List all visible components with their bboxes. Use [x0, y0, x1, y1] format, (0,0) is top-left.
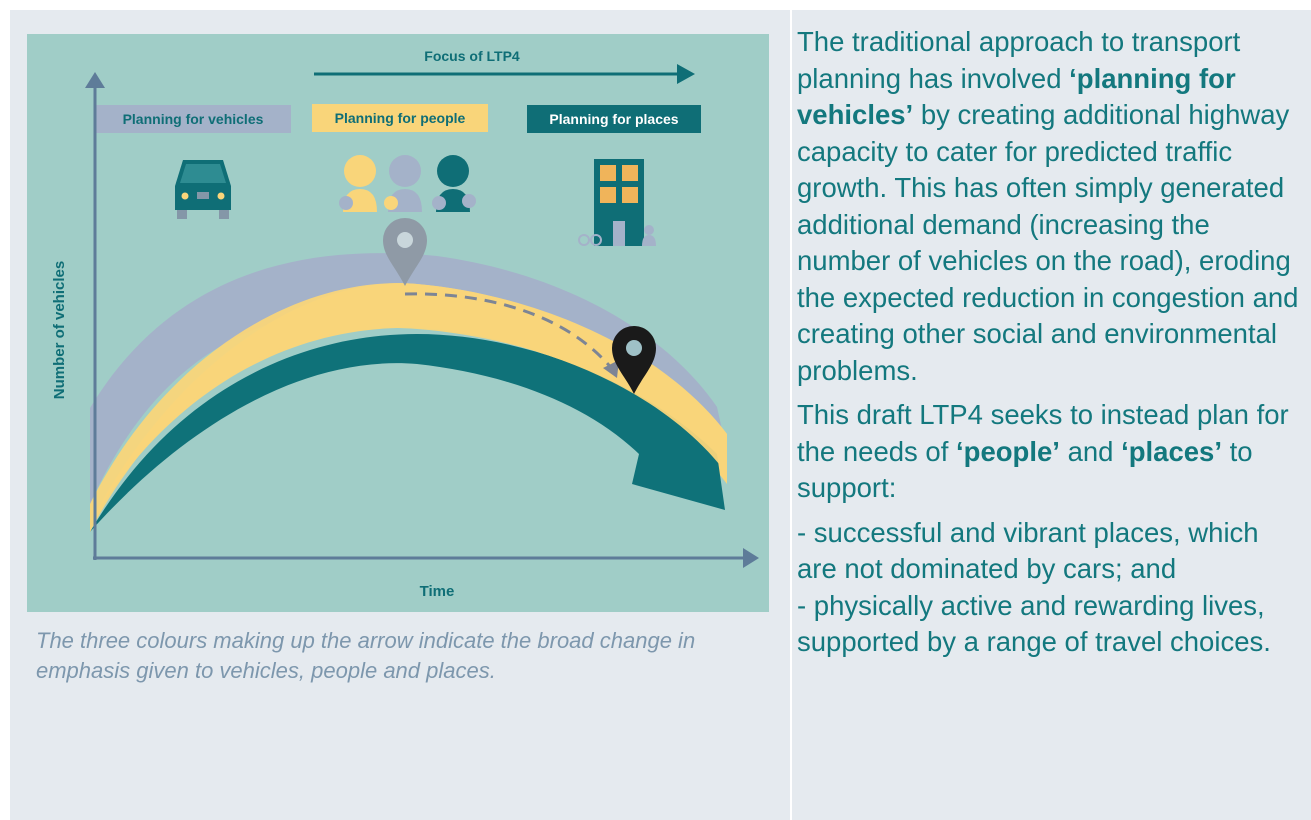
- p1-body: by creating additional highway capacity …: [797, 99, 1299, 386]
- p2-and: and: [1067, 435, 1114, 467]
- stage-label-vehicles: Planning for vehicles: [123, 111, 264, 127]
- trajectory-dashed-line: [404, 292, 615, 371]
- body-text: The traditional approach to transport pl…: [797, 24, 1302, 661]
- column-divider: [790, 10, 792, 820]
- map-pin-black-icon: [612, 326, 656, 394]
- stage-box-vehicles: [95, 105, 291, 133]
- keyword-places: ‘places’: [1121, 435, 1222, 467]
- p2-tail: to support:: [797, 435, 1253, 504]
- ribbon-places: [90, 334, 725, 532]
- y-axis-arrowhead: [85, 72, 105, 88]
- stage-label-places: Planning for places: [549, 111, 678, 127]
- people-icon: [339, 155, 476, 212]
- stage-box-people: [312, 104, 488, 132]
- y-axis-label: Number of vehicles: [51, 261, 68, 399]
- p1-intro: The traditional approach to transport pl…: [797, 26, 1241, 94]
- trajectory-arrowhead: [603, 360, 619, 378]
- figure-caption: The three colours making up the arrow in…: [36, 628, 696, 683]
- content-frame: Focus of LTP4 Planning for vehicles Plan…: [10, 10, 1311, 820]
- bullet-2: - physically active and rewarding lives,…: [797, 589, 1271, 658]
- ltp4-figure: Focus of LTP4 Planning for vehicles Plan…: [27, 34, 769, 612]
- map-pin-grey-icon: [383, 218, 427, 286]
- paragraph-2: This draft LTP4 seeks to instead plan fo…: [797, 397, 1302, 507]
- keyword-people: ‘people’: [956, 435, 1060, 467]
- focus-arrow-head: [677, 64, 695, 84]
- ltp4-diagram: Focus of LTP4 Planning for vehicles Plan…: [27, 34, 769, 612]
- paragraph-1: The traditional approach to transport pl…: [797, 24, 1302, 389]
- focus-label: Focus of LTP4: [424, 48, 520, 64]
- p2-intro: This draft LTP4 seeks to instead plan fo…: [797, 399, 1289, 467]
- stage-label-people: Planning for people: [335, 110, 466, 126]
- car-icon: [175, 160, 231, 219]
- ribbon-vehicles: [90, 253, 727, 504]
- x-axis-label: Time: [420, 583, 455, 600]
- bullet-1: - successful and vibrant places, which a…: [797, 516, 1259, 585]
- keyword-planning-for-vehicles: ‘planning for vehicles’: [797, 62, 1236, 131]
- building-icon: [578, 159, 656, 246]
- stage-box-places: [527, 105, 701, 133]
- x-axis-arrowhead: [743, 548, 759, 568]
